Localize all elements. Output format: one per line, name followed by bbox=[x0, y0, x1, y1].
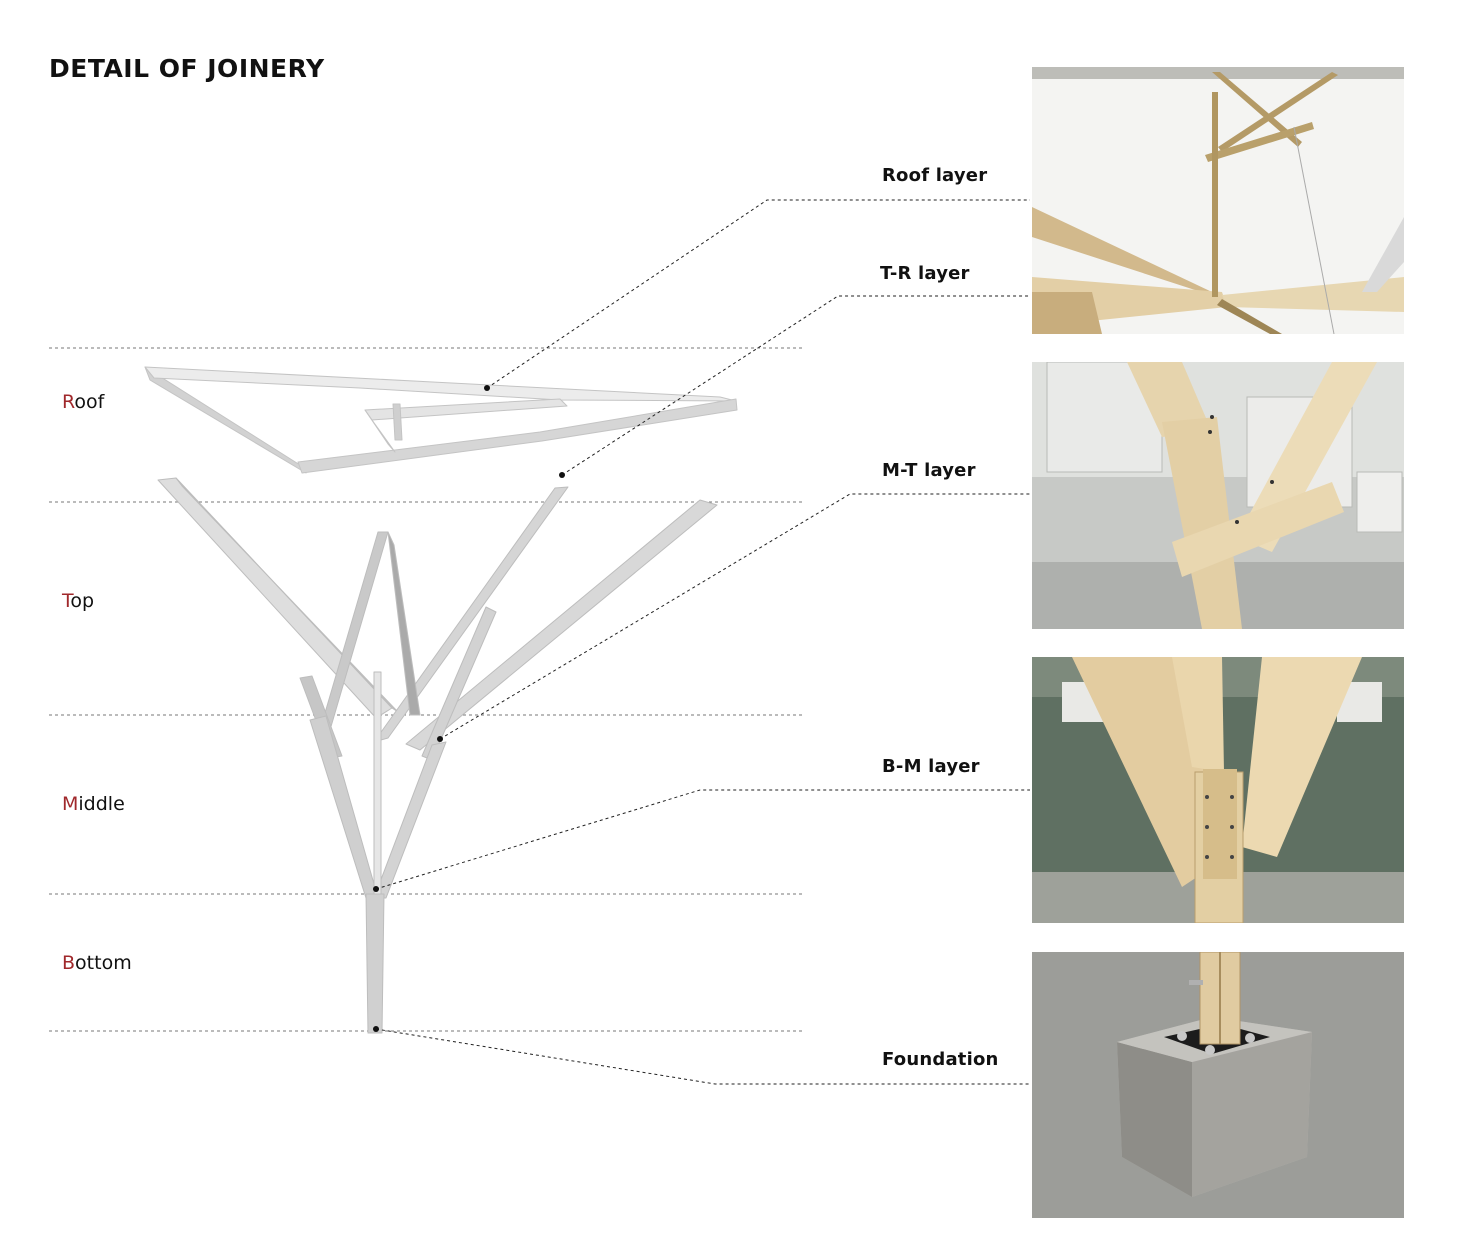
roof-frame bbox=[144, 366, 738, 474]
layer-initial: M bbox=[62, 793, 79, 815]
anchor-dot bbox=[373, 886, 379, 892]
layer-rest: oof bbox=[74, 391, 105, 413]
layer-initial: B bbox=[62, 952, 76, 974]
callout-foundation: Foundation bbox=[882, 1049, 999, 1070]
photo-roof-tr-joint bbox=[1032, 67, 1404, 334]
leader-tr-layer bbox=[561, 295, 1030, 476]
photo-bm-joint bbox=[1032, 657, 1404, 923]
layer-rest: iddle bbox=[78, 793, 125, 815]
callout-tr-layer: T-R layer bbox=[880, 263, 970, 284]
layer-rest: ottom bbox=[75, 952, 132, 974]
leader-bm-layer bbox=[375, 789, 1030, 890]
callout-leader-lines bbox=[375, 199, 1030, 1085]
anchor-dot bbox=[373, 1026, 379, 1032]
photo-mt-joint bbox=[1032, 362, 1404, 629]
layer-rest: op bbox=[70, 590, 95, 612]
callout-mt-layer: M-T layer bbox=[882, 460, 976, 481]
anchor-dot bbox=[559, 472, 565, 478]
layer-initial: R bbox=[62, 391, 75, 413]
layer-initial: T bbox=[62, 590, 71, 612]
layer-label-middle: Middle bbox=[62, 793, 125, 815]
anchor-dot bbox=[437, 736, 443, 742]
leader-foundation bbox=[375, 1028, 1030, 1085]
callout-roof-layer: Roof layer bbox=[882, 165, 988, 186]
exploded-structure-diagram bbox=[49, 199, 1030, 1085]
callout-anchor-points bbox=[373, 385, 565, 1032]
middle-bottom-members bbox=[309, 671, 447, 1034]
layer-label-roof: Roof bbox=[62, 391, 104, 413]
layer-label-top: Top bbox=[62, 590, 94, 612]
layer-label-bottom: Bottom bbox=[62, 952, 132, 974]
leader-roof-layer bbox=[486, 199, 1030, 389]
callout-bm-layer: B-M layer bbox=[882, 756, 980, 777]
top-layer-members bbox=[157, 477, 718, 761]
page-title: DETAIL OF JOINERY bbox=[49, 54, 325, 83]
photo-foundation bbox=[1032, 952, 1404, 1218]
anchor-dot bbox=[484, 385, 490, 391]
